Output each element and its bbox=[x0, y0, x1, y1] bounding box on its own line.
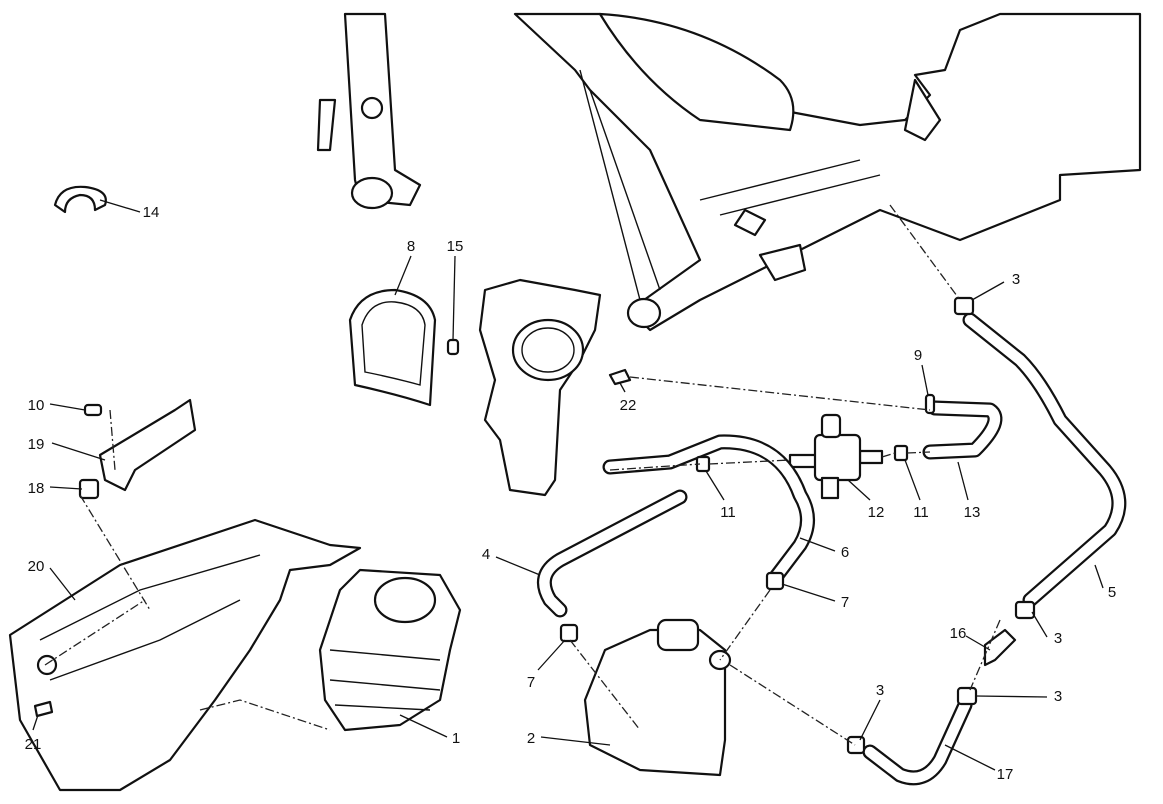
part-12-valve bbox=[788, 413, 884, 500]
assembly-lines bbox=[44, 204, 1001, 746]
callout-20: 20 bbox=[28, 558, 45, 575]
callout-7: 7 bbox=[527, 674, 535, 691]
clamps bbox=[559, 296, 1036, 755]
part-18-nut bbox=[78, 478, 100, 500]
part-10-screw bbox=[83, 403, 103, 417]
callout-17: 17 bbox=[997, 766, 1014, 783]
part-2-canister bbox=[583, 628, 727, 777]
callout-9: 9 bbox=[914, 347, 922, 364]
callout-21: 21 bbox=[25, 736, 42, 753]
callout-3: 3 bbox=[1012, 271, 1020, 288]
callout-13: 13 bbox=[964, 504, 981, 521]
callout-4: 4 bbox=[482, 546, 490, 563]
callout-1: 1 bbox=[452, 730, 460, 747]
callout-3: 3 bbox=[876, 682, 884, 699]
part-20-side-cover bbox=[8, 518, 362, 792]
callout-15: 15 bbox=[447, 238, 464, 255]
callout-16: 16 bbox=[950, 625, 967, 642]
callout-5: 5 bbox=[1108, 584, 1116, 601]
callout-14: 14 bbox=[143, 204, 160, 221]
part-8-cover bbox=[348, 288, 437, 407]
callout-12: 12 bbox=[868, 504, 885, 521]
callout-3: 3 bbox=[1054, 688, 1062, 705]
callout-18: 18 bbox=[28, 480, 45, 497]
callout-8: 8 bbox=[407, 238, 415, 255]
callout-3: 3 bbox=[1054, 630, 1062, 647]
hoses bbox=[536, 312, 1127, 786]
frame bbox=[316, 12, 1142, 332]
intake-duct bbox=[478, 278, 602, 497]
callout-6: 6 bbox=[841, 544, 849, 561]
part-21-screw bbox=[33, 700, 54, 718]
part-14-clip bbox=[53, 185, 107, 214]
callout-2: 2 bbox=[527, 730, 535, 747]
part-15-clip bbox=[446, 338, 460, 356]
leader-lines bbox=[32, 199, 1104, 771]
callout-7: 7 bbox=[841, 594, 849, 611]
callout-22: 22 bbox=[620, 397, 637, 414]
callout-11: 11 bbox=[720, 504, 736, 521]
callout-11: 11 bbox=[913, 504, 929, 521]
callout-labels: 14 8 15 10 19 18 20 21 22 9 3 12 11 11 1… bbox=[25, 204, 1117, 783]
part-19-bracket bbox=[98, 398, 197, 492]
callout-10: 10 bbox=[28, 397, 45, 414]
callout-19: 19 bbox=[28, 436, 45, 453]
